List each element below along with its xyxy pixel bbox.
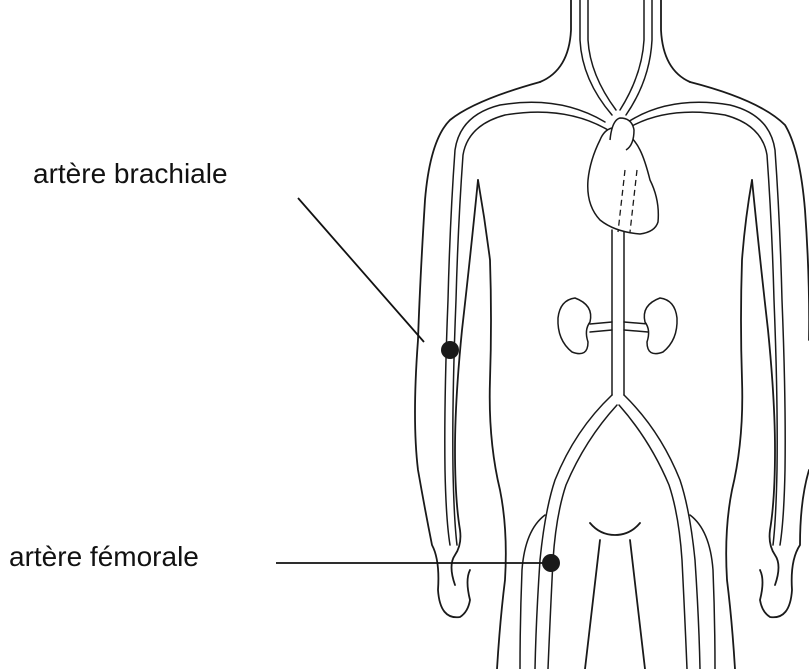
- iliac-right-inner: [619, 405, 687, 669]
- renal-right: [624, 322, 648, 332]
- left-shoulder-arm-outer: [415, 82, 540, 617]
- carotid-right-inner: [620, 0, 644, 110]
- carotid-right: [626, 0, 652, 115]
- femoral-pulse-marker: [542, 554, 560, 572]
- inner-leg-right: [630, 540, 645, 669]
- kidneys: [558, 298, 677, 354]
- renal-left: [590, 322, 612, 332]
- left-torso-side: [478, 180, 506, 669]
- femoral-right-branch: [690, 515, 715, 669]
- brachial-pulse-marker: [441, 341, 459, 359]
- neck-left: [540, 0, 571, 82]
- femoral-artery-label: artère fémorale: [9, 543, 199, 571]
- carotid-left-inner: [588, 0, 616, 110]
- femoral-left-branch: [520, 515, 545, 669]
- kidney-right: [644, 298, 677, 354]
- heart: [588, 118, 659, 234]
- kidney-left: [558, 298, 591, 354]
- inner-leg-left: [585, 540, 600, 669]
- iliac-right-outer: [624, 395, 700, 669]
- right-shoulder-arm-outer: [690, 82, 809, 340]
- brachial-leader-line: [298, 198, 424, 342]
- arteries: [445, 0, 785, 669]
- brachial-artery-label: artère brachiale: [33, 160, 228, 188]
- iliac-left-inner: [548, 405, 617, 669]
- right-torso-side: [726, 180, 752, 669]
- crotch: [590, 523, 640, 535]
- neck-right: [661, 0, 690, 82]
